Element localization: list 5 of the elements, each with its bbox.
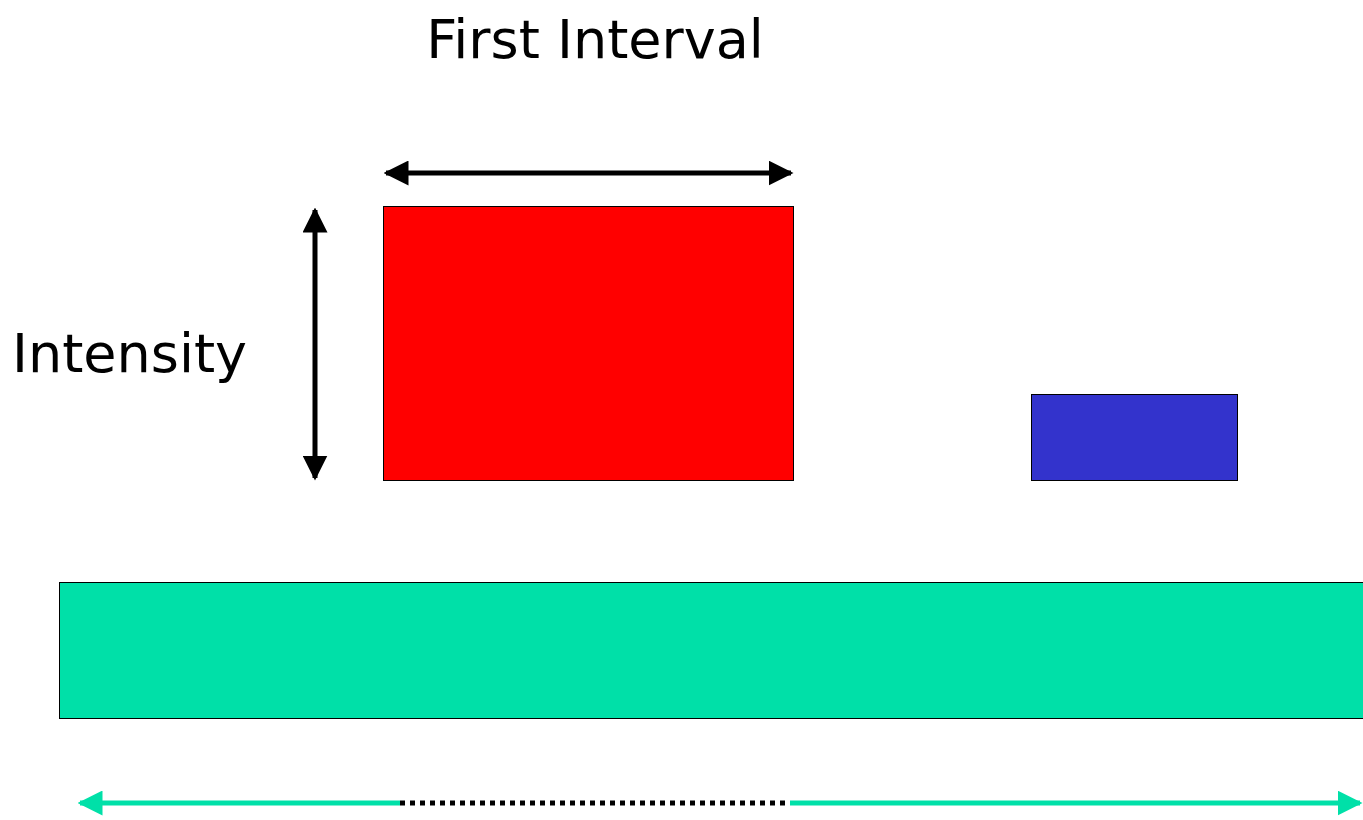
axis-label: First Interval (425, 7, 765, 73)
rectangle (1031, 394, 1238, 481)
rectangle (59, 582, 1363, 719)
rectangle (383, 206, 794, 481)
axis-label: Intensity (12, 321, 249, 387)
